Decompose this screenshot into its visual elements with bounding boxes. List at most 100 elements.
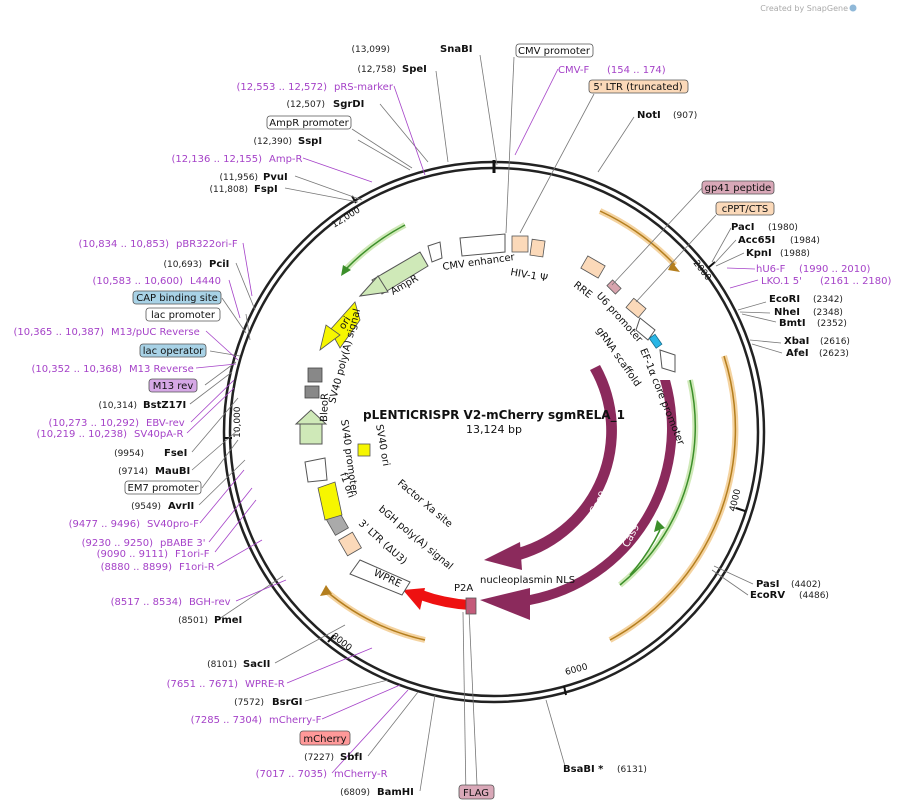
em7-promoter-box: EM7 promoter	[128, 483, 200, 494]
pvui-name: PvuI	[263, 172, 288, 183]
f1orir-pos: (8880 .. 8899)	[101, 562, 173, 573]
ampr-promoter-shape	[427, 241, 443, 263]
tick-10000: 10,000	[233, 406, 243, 438]
wpre-primer-name: WPRE-R	[245, 679, 285, 690]
gp41-shape	[606, 279, 622, 295]
wpre-shape	[349, 559, 411, 596]
paci-name: PacI	[731, 222, 754, 233]
nhei-pos: (2348)	[813, 308, 843, 318]
acc65i-pos: (1984)	[790, 236, 820, 246]
bmti-name: BmtI	[779, 318, 806, 329]
gp41-box: gp41 peptide	[705, 183, 772, 194]
kpni-pos: (1988)	[780, 249, 810, 259]
sv40pa-primer-pos: (10,219 .. 10,238)	[37, 429, 128, 440]
pcii-pos: (10,693)	[163, 260, 202, 270]
fspi-pos: (11,808)	[209, 185, 248, 195]
flag-box: FLAG	[463, 788, 489, 799]
sacii-name: SacII	[243, 659, 270, 670]
pbr322-name: pBR322ori-F	[176, 239, 238, 250]
paci-pos: (1980)	[768, 223, 798, 233]
sbfi-pos: (7227)	[304, 753, 334, 763]
l4440-name: L4440	[190, 276, 221, 287]
ebv-name: EBV-rev	[146, 418, 185, 429]
hu6-pos: (1990 .. 2010)	[799, 264, 871, 275]
label-cmv-enhancer: CMV enhancer	[442, 252, 516, 273]
pasi-name: PasI	[756, 579, 779, 590]
bmti-pos: (2352)	[817, 319, 847, 329]
ecori-name: EcoRI	[769, 294, 800, 305]
spei-name: SpeI	[402, 64, 427, 75]
ltr3-shape	[338, 531, 362, 557]
pbabe-name: pBABE 3'	[160, 538, 206, 549]
outer-feature-arcs	[320, 208, 739, 643]
bsrgi-name: BsrGI	[272, 697, 302, 708]
prs-pos: (12,553 .. 12,572)	[237, 82, 328, 93]
plasmid-title: pLENTICRISPR V2-mCherry sgmRELA_1	[363, 408, 625, 423]
label-p2a: P2A	[454, 583, 473, 594]
fsei-pos: (9954)	[114, 449, 144, 459]
bgh-primer-pos: (8517 .. 8534)	[111, 597, 183, 608]
sbfi-name: SbfI	[340, 752, 362, 763]
right-labels: CMV promoter CMV-F (154 .. 174) 5' LTR (…	[515, 43, 892, 775]
sv40pro-pos: (9477 .. 9496)	[69, 519, 141, 530]
label-hiv-psi: HIV-1 Ψ	[509, 267, 548, 284]
maubi-name: MauBI	[155, 466, 190, 477]
f1orif-name: F1ori-F	[175, 549, 210, 560]
snabi-name: SnaBI	[440, 44, 472, 55]
xbai-name: XbaI	[784, 336, 809, 347]
bamhi-name: BamHI	[377, 787, 414, 798]
sv40pa-primer-name: SV40pA-R	[134, 429, 183, 440]
ecori-pos: (2342)	[813, 295, 843, 305]
afei-name: AfeI	[786, 348, 809, 359]
m13rev-primer-name: M13 Reverse	[129, 364, 194, 375]
m13-rev-box: M13 rev	[153, 381, 194, 392]
sv40pro-name: SV40pro-F	[147, 519, 199, 530]
afei-pos: (2623)	[819, 349, 849, 359]
cppt-box: cPPT/CTS	[722, 204, 768, 215]
left-sites: (13,099) SnaBI (12,758) SpeI (12,507) Sg…	[98, 44, 472, 798]
bamhi-pos: (6809)	[340, 788, 370, 798]
f1-ori-shape	[317, 481, 343, 521]
pmei-name: PmeI	[214, 615, 242, 626]
credit-text: Created by SnapGene	[760, 4, 848, 13]
bleor-shape	[299, 423, 323, 445]
lac-promoter-box: lac promoter	[151, 310, 216, 321]
sspi-name: SspI	[298, 136, 322, 147]
cmvf-name: CMV-F	[558, 65, 589, 76]
lko-name: LKO.1 5'	[761, 276, 802, 287]
tick-6000: 6000	[564, 662, 589, 678]
pmei-pos: (8501)	[178, 616, 208, 626]
cmv-enhancer-shape	[459, 233, 506, 257]
sgrdi-name: SgrDI	[333, 99, 364, 110]
sacii-pos: (8101)	[207, 660, 237, 670]
leader-lines	[189, 54, 783, 799]
sv40-ori-shape	[357, 443, 371, 457]
pcii-name: PciI	[209, 259, 229, 270]
ef1a-shape	[659, 349, 676, 373]
ecorv-name: EcoRV	[750, 590, 785, 601]
bgh-primer-name: BGH-rev	[189, 597, 231, 608]
bsabi-name: BsaBI *	[563, 764, 604, 775]
sv40-polya-shape	[304, 385, 320, 399]
prs-name: pRS-marker	[334, 82, 394, 93]
bsrgi-pos: (7572)	[234, 698, 264, 708]
primer-leader-lines	[186, 68, 759, 774]
spei-pos: (12,758)	[357, 65, 396, 75]
nhei-name: NheI	[774, 307, 800, 318]
m13puc-pos: (10,365 .. 10,387)	[14, 327, 105, 338]
f1orir-name: F1ori-R	[179, 562, 215, 573]
left-feature-boxes: AmpR promoter CAP binding site lac promo…	[124, 115, 495, 800]
fsei-name: FseI	[164, 448, 187, 459]
plasmid-length: 13,124 bp	[466, 423, 522, 436]
snabi-pos: (13,099)	[351, 45, 390, 55]
sgrdi-pos: (12,507)	[286, 100, 325, 110]
cmvf-pos: (154 .. 174)	[607, 65, 666, 76]
ltr-box: 5' LTR (truncated)	[593, 82, 682, 93]
cppt-shape	[625, 297, 647, 319]
pasi-pos: (4402)	[791, 580, 821, 590]
fspi-name: FspI	[254, 184, 278, 195]
bstz17i-pos: (10,314)	[98, 401, 137, 411]
wpre-primer-pos: (7651 .. 7671)	[167, 679, 239, 690]
lac-operator-box: lac operator	[143, 346, 204, 357]
